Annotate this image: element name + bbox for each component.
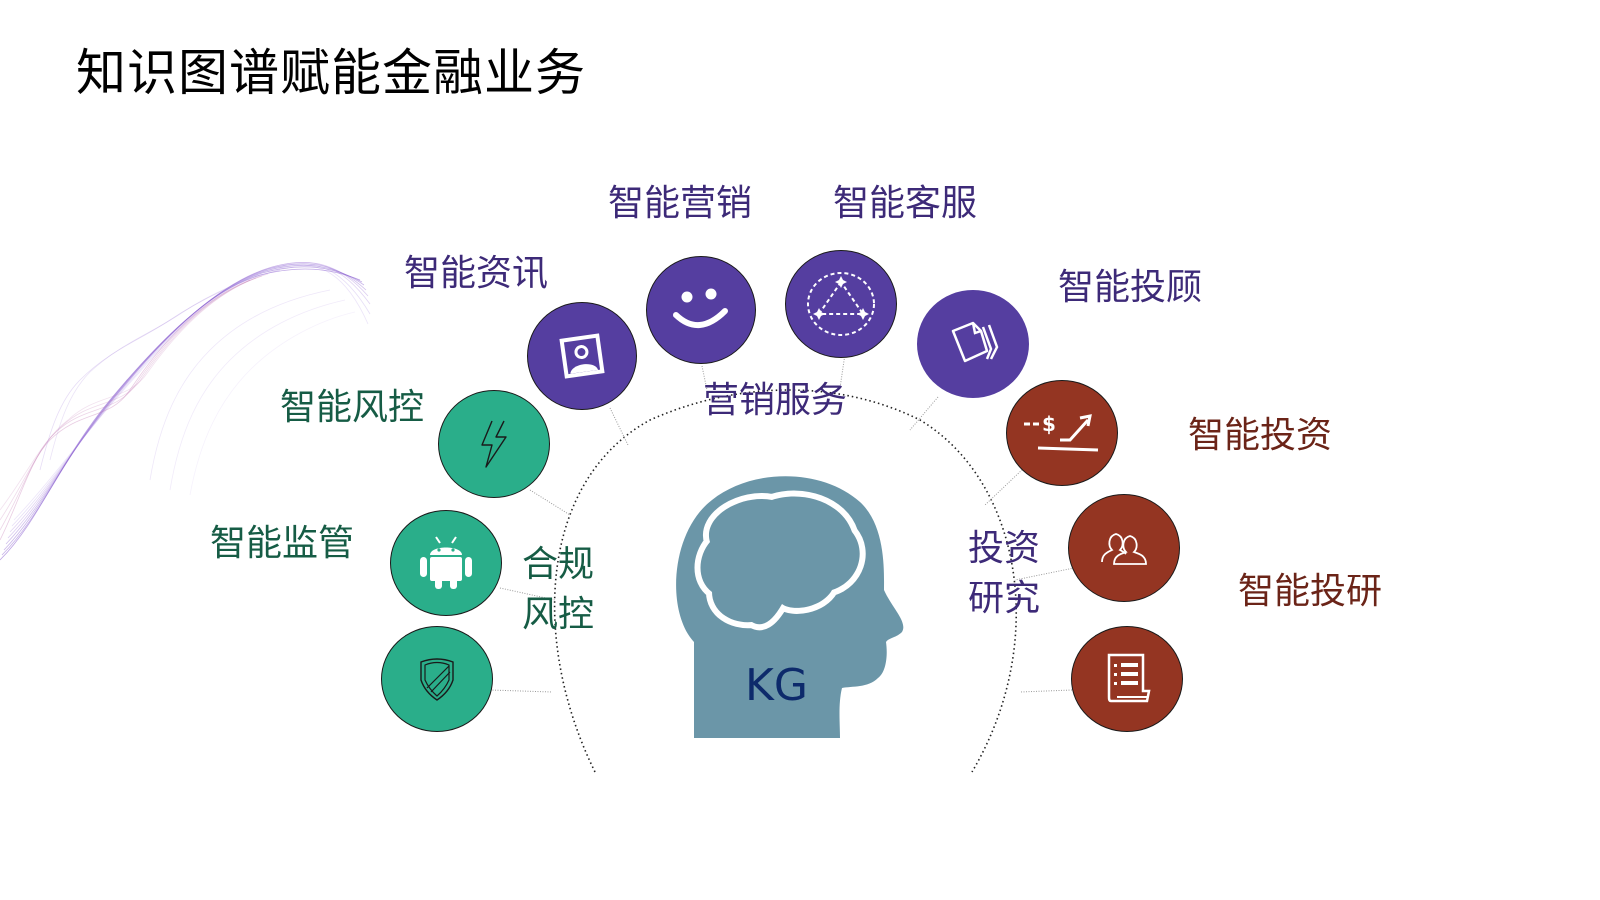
node-smart-supervision[interactable] (390, 510, 502, 616)
node-smart-investment[interactable]: $ (1006, 380, 1118, 486)
label-smart-investment: 智能投资 (1188, 415, 1333, 456)
group-label-compliance-risk: 合规 风控 (522, 540, 594, 640)
dollar-growth-arrow-icon: $ (1024, 412, 1099, 452)
wave-decoration (0, 261, 371, 561)
page-title: 知识图谱赋能金融业务 (76, 44, 586, 102)
node-smart-research[interactable] (1068, 494, 1180, 602)
node-smart-marketing[interactable] (646, 256, 756, 364)
svg-text:$: $ (1042, 412, 1056, 436)
group-label-line2: 风控 (522, 594, 595, 635)
center-kg-label: KG (745, 660, 808, 711)
central-arc (553, 389, 1018, 773)
documents-stack-icon (951, 321, 999, 363)
shield-icon (420, 658, 454, 701)
group-label-investment-research: 投资 研究 (968, 524, 1040, 624)
connector-lines (489, 353, 1075, 693)
label-smart-customer-service: 智能客服 (833, 183, 978, 224)
report-scroll-icon (1107, 653, 1151, 703)
label-smart-supervision: 智能监管 (210, 523, 355, 564)
label-smart-advisor: 智能投顾 (1058, 267, 1203, 308)
lightning-bolt-icon (481, 420, 507, 468)
node-smart-risk-control[interactable] (438, 390, 550, 498)
node-compliance-shield[interactable] (381, 626, 493, 732)
head-brain-icon (676, 476, 904, 738)
group-label-marketing-service: 营销服务 (703, 380, 848, 421)
label-smart-risk-control: 智能风控 (280, 387, 425, 428)
portrait-image-icon (559, 333, 605, 379)
label-smart-marketing: 智能营销 (608, 183, 753, 224)
label-smart-info: 智能资讯 (404, 253, 549, 294)
node-smart-info[interactable] (527, 302, 637, 410)
node-research-report[interactable] (1071, 626, 1183, 732)
group-label-line1: 投资 (968, 528, 1041, 569)
group-label-line1: 合规 (522, 544, 595, 585)
android-robot-icon (420, 536, 472, 589)
label-smart-research: 智能投研 (1238, 571, 1383, 612)
people-group-icon (1101, 533, 1147, 565)
network-triangle-icon (807, 272, 875, 336)
smiley-face-icon (673, 288, 728, 328)
group-label-line2: 研究 (968, 578, 1041, 619)
node-smart-customer-service[interactable] (785, 250, 897, 358)
node-smart-advisor[interactable] (917, 290, 1029, 398)
